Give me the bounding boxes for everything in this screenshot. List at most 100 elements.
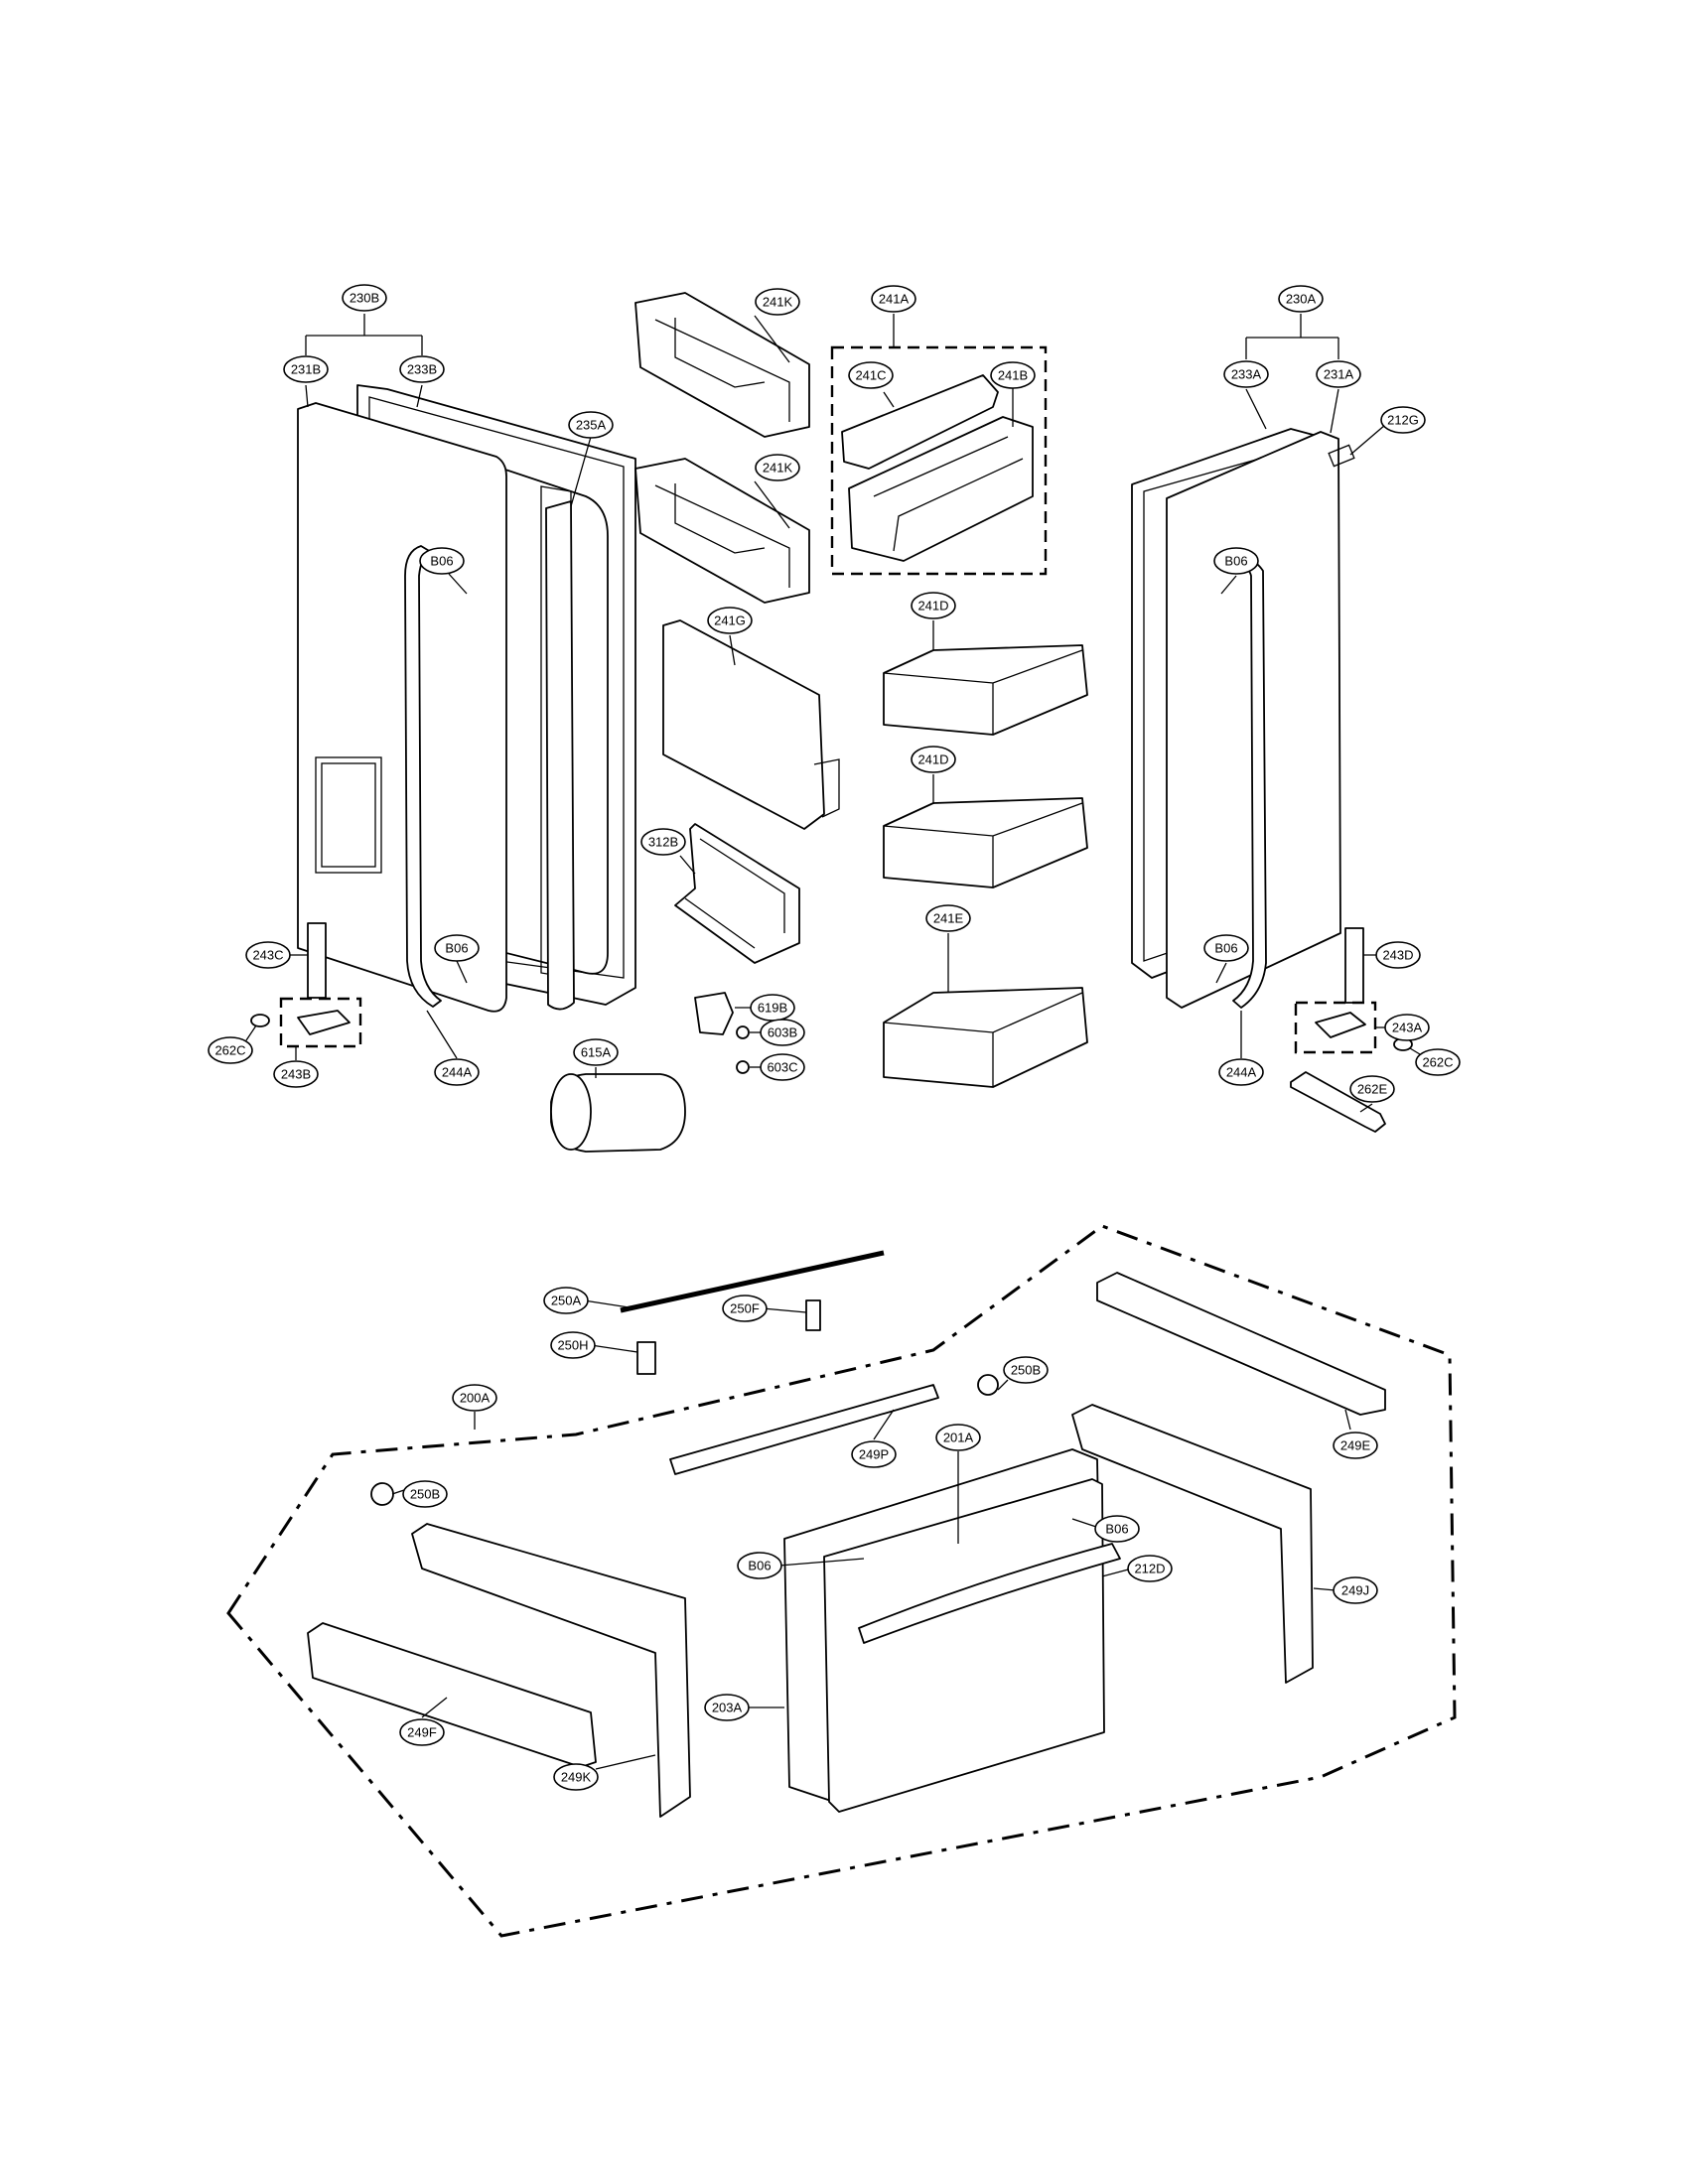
part-label: B06 [419,547,465,575]
door-bin-upper [634,292,810,438]
door-panel-cover-detail [813,758,840,818]
part-label-oval [911,746,956,773]
part-label-text: 250A [551,1294,582,1308]
rod-250a [620,1250,885,1313]
part-label: B06 [1094,1515,1140,1543]
part-label-text: B06 [1224,554,1247,569]
bin-body [848,416,1034,562]
part-label-text: 233B [407,362,437,377]
part-label-oval [245,941,291,969]
part-label: 235A [568,411,614,439]
left-door-assembly [297,384,636,1013]
part-label-text: 241D [917,752,948,767]
part-label-text: 262C [214,1043,245,1058]
leader-b06-c [1220,575,1237,595]
left-door-dispenser-window [315,756,382,874]
bin-cover [841,374,999,470]
leader-249f [421,1697,448,1718]
part-label: 250B [402,1480,448,1508]
right-door-logo-window [1328,444,1355,468]
leader-230b [305,314,423,355]
rail-249f [307,1622,597,1768]
part-label: 241G [707,607,753,634]
door-bins [634,292,1088,1088]
door-bin-241d-upper [883,644,1088,736]
leader-262e [1359,1103,1373,1113]
part-label-text: 249P [859,1447,889,1462]
part-label-text: 249E [1340,1438,1371,1453]
part-label: 241C [848,361,894,389]
tray-312b [674,823,800,964]
part-label-oval [568,411,614,439]
door-bin-lower-detail [654,483,790,588]
part-label-text: 603B [768,1025,797,1040]
part-label-oval [1218,1058,1264,1086]
part-label-oval [760,1053,805,1081]
gear-250b-right [977,1374,999,1396]
part-label-oval [399,355,445,383]
part-label: B06 [434,934,480,962]
part-label-text: 312B [648,835,678,850]
part-label: 244A [1218,1058,1264,1086]
part-label-oval [935,1424,981,1451]
right-door-assembly [1131,428,1355,1009]
clip-250f [805,1299,821,1331]
part-label-text: 241B [998,368,1028,383]
leader-230a [1245,314,1339,359]
part-label-oval [851,1440,897,1468]
part-label: 230A [1278,285,1324,313]
part-label-oval [550,1331,596,1359]
part-label-text: 231B [291,362,321,377]
part-label: 243C [245,941,291,969]
part-label-text: 250B [410,1487,440,1502]
part-label-oval [848,361,894,389]
washer-262c-left [250,1014,270,1027]
part-label-text: 262C [1422,1055,1453,1070]
part-label-oval [283,355,329,383]
bin-assembly-box [830,345,1048,576]
part-label: 249P [851,1440,897,1468]
leader-249k [595,1754,656,1770]
left-door-panel [297,402,507,1013]
part-label-oval [1316,360,1361,388]
valve-619b [694,992,734,1035]
part-label-text: 241D [917,599,948,614]
part-label-text: 244A [442,1065,473,1080]
leader-241g [729,634,736,666]
part-label: 250H [550,1331,596,1359]
part-label-oval [452,1384,497,1412]
door-bin-241e [883,987,1088,1088]
part-label-text: 243A [1392,1021,1423,1035]
leader-b06-f [778,1558,865,1567]
part-label: 603B [760,1019,805,1046]
part-label-text: 262E [1357,1082,1388,1097]
part-label: B06 [1203,934,1249,962]
part-label: 233A [1223,360,1269,388]
leader-b06-a [448,573,468,595]
part-label: 241K [755,288,800,316]
part-label: 241B [990,361,1036,389]
part-label-oval [990,361,1036,389]
part-label-text: 243C [252,948,283,963]
part-label: 603C [760,1053,805,1081]
part-label-text: B06 [445,941,468,956]
part-label-text: 243B [281,1067,311,1082]
part-label: 312B [640,828,686,856]
part-label: 262C [1415,1048,1461,1076]
rail-249k [411,1523,691,1818]
part-label-text: 230A [1286,292,1317,307]
bin-body-detail [873,436,1024,552]
clip-250h [636,1341,656,1375]
gear-250b-left [370,1482,394,1506]
drawer-handle-212d [858,1543,1121,1644]
drawer-front-201a [823,1478,1105,1813]
part-label: 201A [935,1424,981,1451]
part-label: 230B [342,284,387,312]
part-label-oval [1003,1356,1049,1384]
wrench-262e [1290,1071,1386,1133]
part-label: 241D [911,746,956,773]
part-label-text: 603C [767,1060,797,1075]
part-label-oval [1223,360,1269,388]
part-label-oval [1278,285,1324,313]
part-label-text: 244A [1226,1065,1257,1080]
